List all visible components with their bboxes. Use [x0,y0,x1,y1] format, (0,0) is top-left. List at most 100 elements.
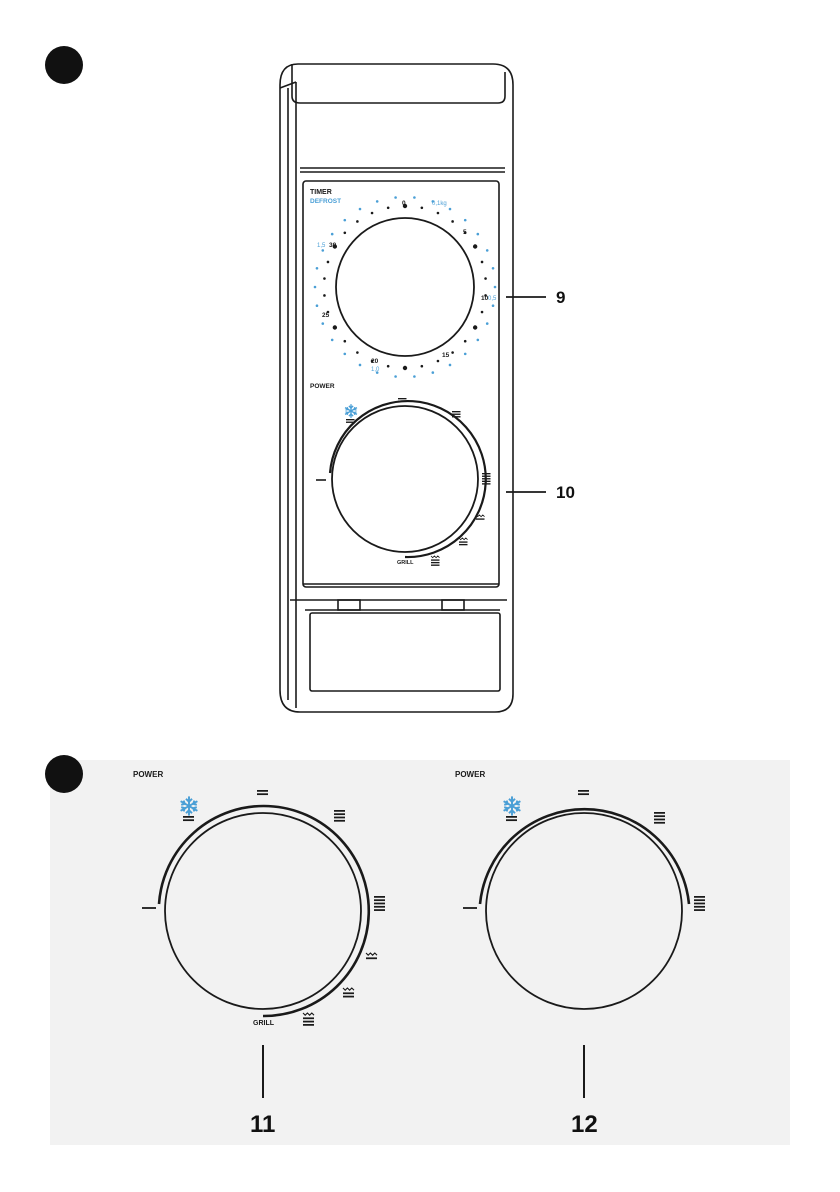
timer-label-0: 0 [402,201,406,208]
power-level-low-icon [346,419,355,423]
defrost-scale-dot [464,219,467,222]
callout-12: 12 [571,1113,598,1137]
timer-scale-dot [473,244,477,248]
defrost-scale-dot [343,353,346,356]
power-grill-label: GRILL [397,561,414,567]
power-scale-arc [330,401,486,557]
detail-left-grill-2-icon [343,988,354,997]
detail-right-power-2-icon [578,790,589,795]
timer-subtitle: DEFROST [310,199,341,206]
timer-scale-dot [344,340,347,343]
defrost-label-1-5: 1,5 [317,243,325,249]
timer-label-30: 30 [329,243,336,250]
defrost-scale-dot [449,208,452,211]
timer-scale-dot [451,220,454,223]
defrost-scale-dot [492,267,495,270]
timer-scale-dot [403,366,407,370]
timer-label-25: 25 [322,313,329,320]
defrost-scale-dot [432,371,435,374]
defrost-label-0-1kg: 0,1kg [432,201,447,207]
detail-left-snowflake-icon [181,796,198,815]
defrost-scale-dot [477,339,480,342]
defrost-scale-dot [486,322,489,325]
defrost-scale-dot [359,208,362,211]
grill-level-1-icon [476,515,485,520]
timer-title: TIMER [310,189,332,196]
defrost-scale-dot [331,233,334,236]
detail-left-knob [165,813,361,1009]
defrost-scale-dot [321,249,324,252]
detail-left-title: POWER [133,771,163,779]
timer-scale-dot [481,261,484,264]
defrost-scale-dot [413,375,416,378]
timer-scale-dot [437,212,440,215]
timer-label-20: 20 [371,359,378,366]
power-knob [332,406,478,552]
defrost-label-0-5: 0,5 [488,296,496,302]
detail-left-grill-3-icon [303,1013,314,1026]
defrost-scale-dot [477,233,480,236]
timer-knob [336,218,474,356]
detail-left-scale-arc [159,806,369,1016]
timer-scale-dot [484,277,487,280]
timer-scale-dot [421,206,424,209]
detail-left-grill-1-icon [366,953,377,959]
defrost-scale-dot [359,364,362,367]
defrost-scale-dot [449,364,452,367]
timer-scale-dot [387,206,390,209]
callout-9: 9 [556,289,565,306]
timer-label-15: 15 [442,353,449,360]
defrost-scale-dot [492,304,495,307]
detail-right-power-3-icon [654,812,665,824]
grill-level-3-icon [431,556,440,566]
detail-right-power-low-icon [506,816,517,821]
defrost-scale-dot [486,249,489,252]
callout-11: 11 [250,1113,275,1137]
defrost-scale-dot [316,304,319,307]
detail-left-grill-label: GRILL [253,1020,274,1027]
grill-level-2-icon [459,538,468,545]
timer-scale-dot [323,277,326,280]
timer-scale-dots [314,196,497,378]
timer-scale-dot [356,220,359,223]
power-panel-title: POWER [310,384,335,391]
defrost-scale-dot [413,196,416,199]
timer-scale-dot [333,325,337,329]
defrost-scale-dot [464,353,467,356]
timer-scale-dot [356,351,359,354]
defrost-label-1-0: 1,0 [371,367,379,373]
detail-right-power-max-icon [694,896,705,911]
callout-10: 10 [556,484,575,501]
detail-left-power-2-icon [257,790,268,795]
timer-scale-dot [481,311,484,314]
timer-scale-dot [437,360,440,363]
detail-right-knob [486,813,682,1009]
timer-scale-dot [323,294,326,297]
timer-scale-dot [327,261,330,264]
timer-label-5: 5 [463,230,467,237]
defrost-snowflake-icon [345,404,357,418]
detail-right-title: POWER [455,771,485,779]
detail-left-power-low-icon [183,816,194,821]
defrost-scale-dot [394,375,397,378]
detail-left-power-max-icon [374,896,385,911]
defrost-scale-dot [376,200,379,203]
timer-scale-dot [344,232,347,235]
defrost-scale-dot [314,286,317,289]
timer-scale-dot [371,212,374,215]
timer-scale-dot [451,351,454,354]
power-level-3-icon [452,411,461,417]
timer-scale-dot [421,365,424,368]
defrost-scale-dot [316,267,319,270]
defrost-scale-dot [331,339,334,342]
detail-right-snowflake-icon [504,796,521,815]
detail-left-power-3-icon [334,810,345,822]
defrost-scale-dot [494,286,497,289]
defrost-scale-dot [394,196,397,199]
timer-scale-dot [387,365,390,368]
timer-scale-dot [473,325,477,329]
timer-scale-dot [464,340,467,343]
defrost-scale-dot [321,322,324,325]
